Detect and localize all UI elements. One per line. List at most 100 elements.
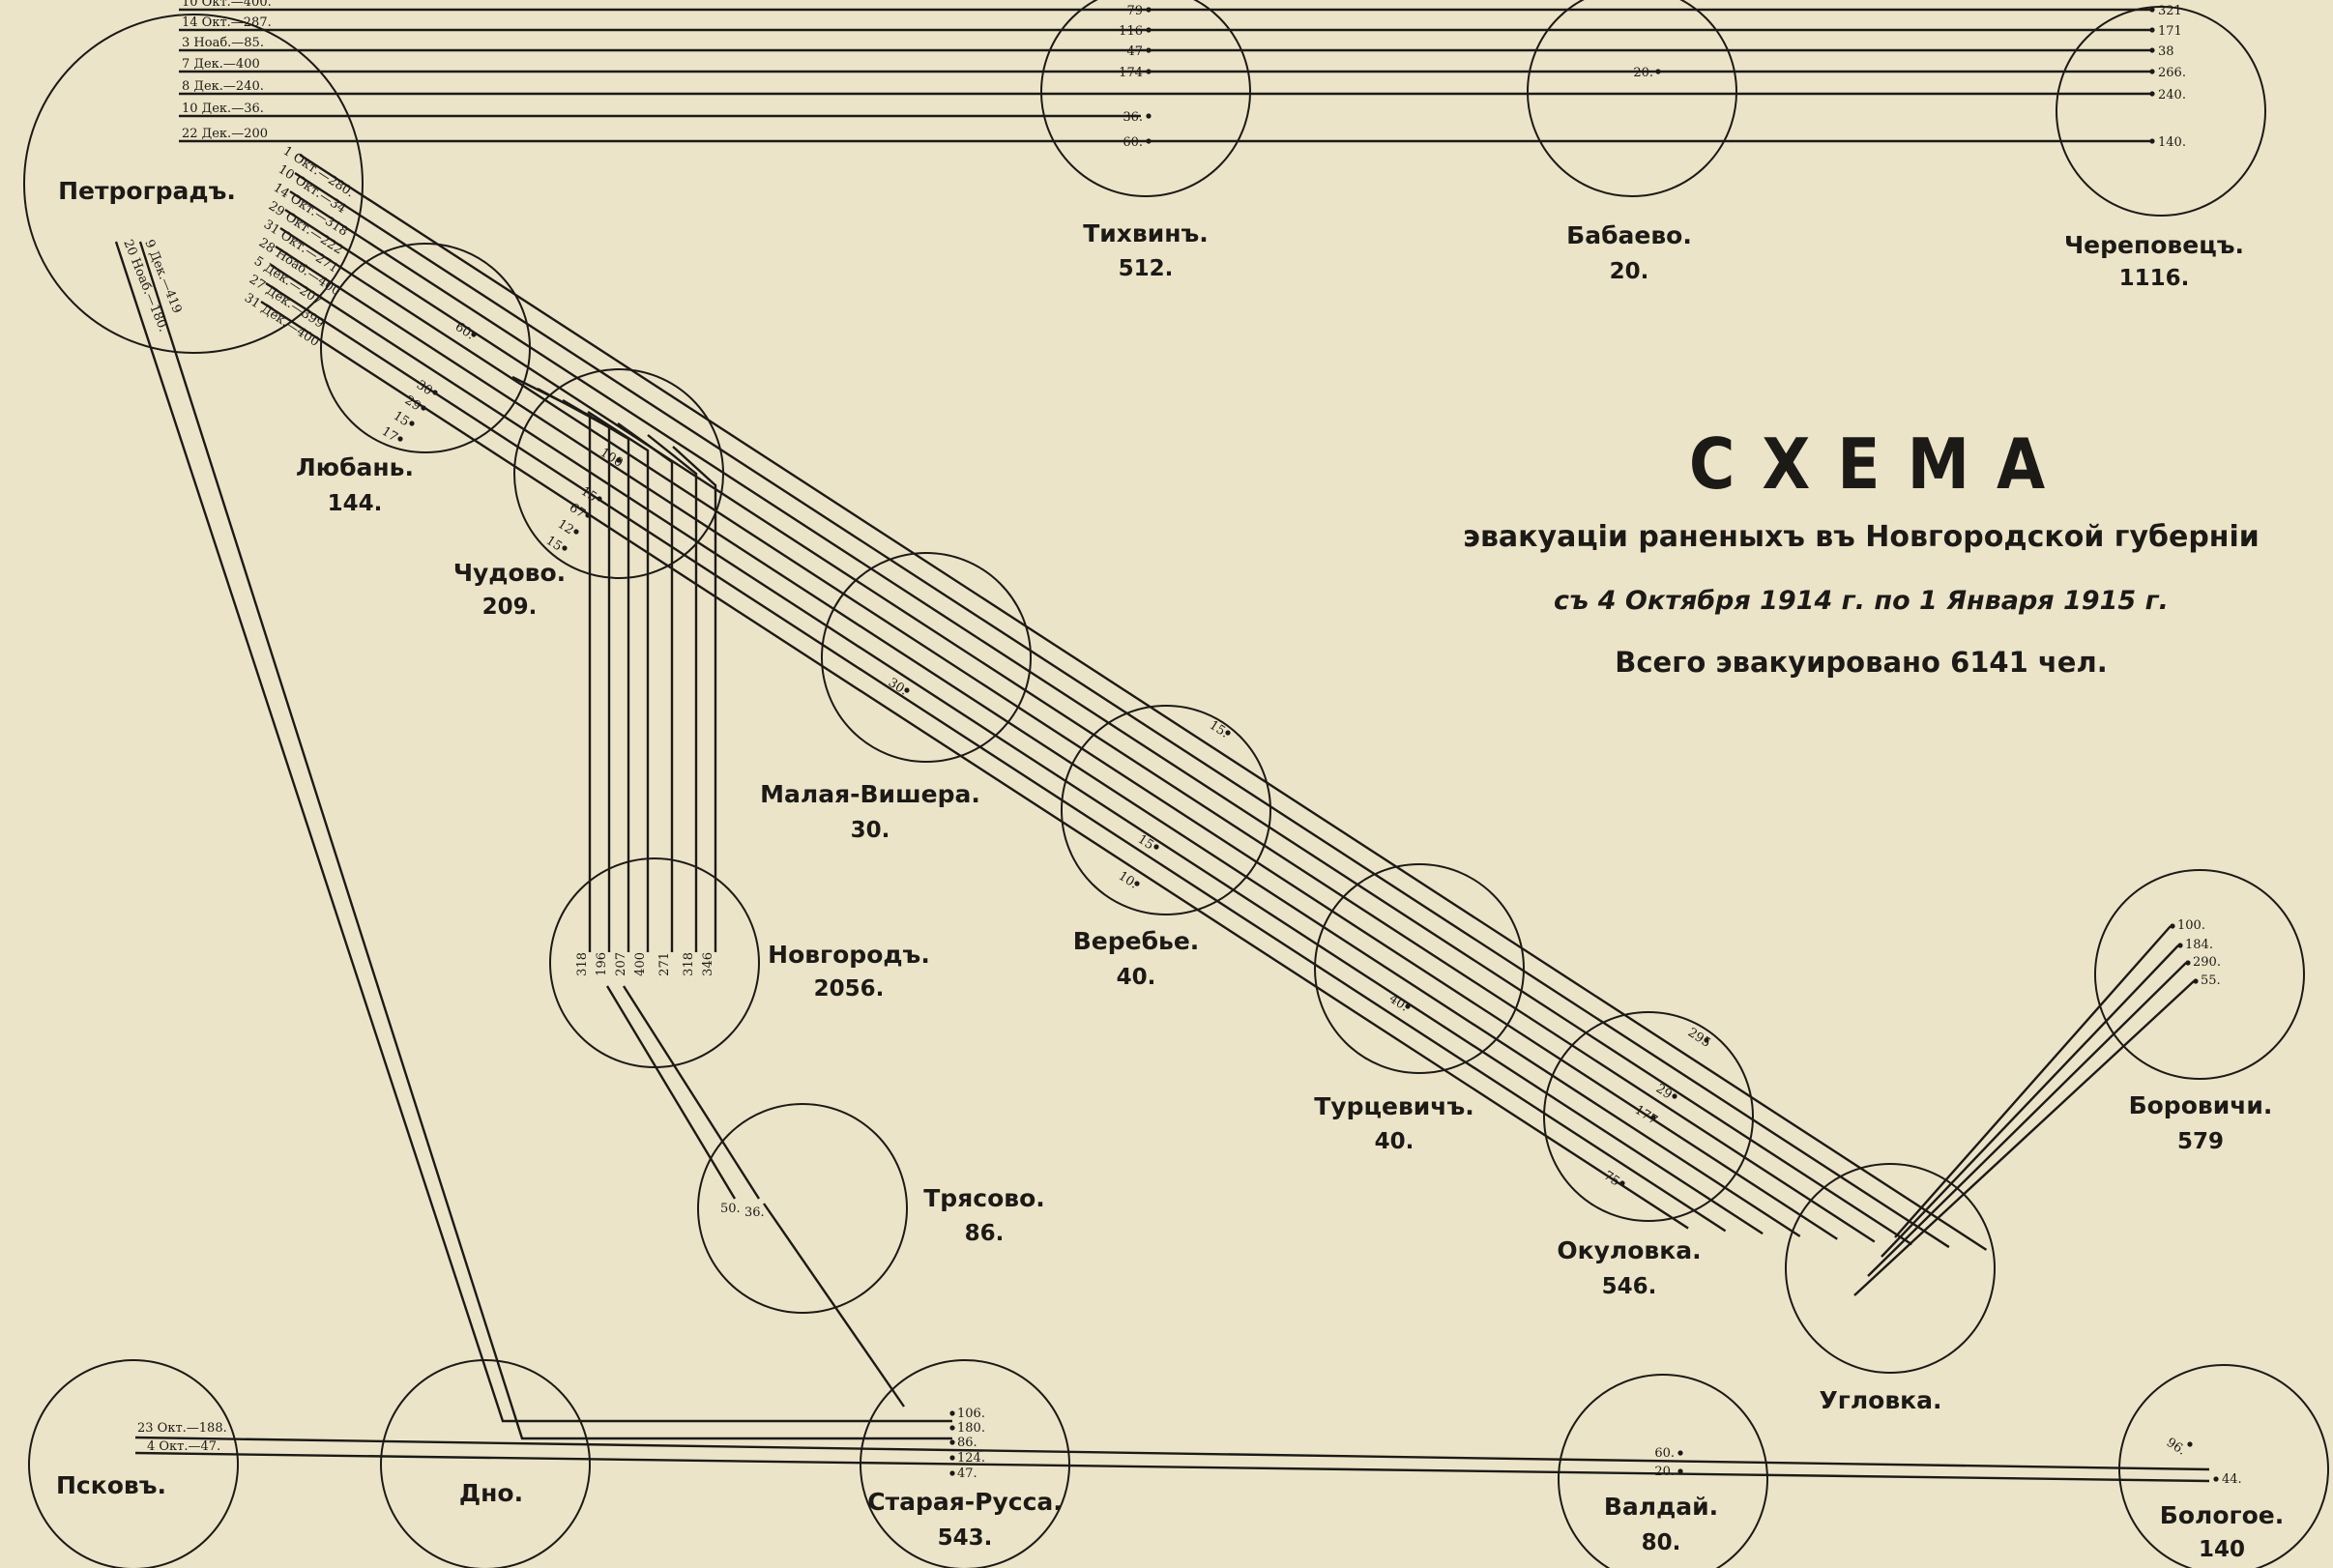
flow-dot	[1134, 881, 1140, 886]
flow-label: 15	[391, 409, 412, 430]
flow-label: 184.	[2185, 938, 2213, 952]
route-line-8	[294, 171, 1950, 1249]
city-name-tikhvin: Тихвинъ.	[1083, 219, 1209, 247]
route-line-25	[763, 1203, 905, 1408]
flow-label: 140.	[2158, 135, 2186, 150]
flow-label: 14 Окт.—287.	[182, 15, 272, 30]
flow-label: 100.	[2177, 918, 2205, 933]
flow-label: 4 Окт.—47.	[147, 1439, 220, 1454]
flow-label: 10 Окт.—400.	[182, 0, 272, 10]
route-line-7	[299, 153, 1988, 1251]
flow-dot	[562, 545, 568, 551]
city-value-chudovo: 209.	[482, 595, 538, 620]
route-line-27	[138, 241, 952, 1440]
diagram-date-range: съ 4 Октября 1914 г. по 1 Января 1915 г.	[1554, 586, 2169, 616]
route-line-22	[672, 446, 717, 952]
flow-dot	[2149, 7, 2155, 13]
flow-label: 12	[555, 517, 576, 538]
flow-label: 15.	[1207, 718, 1232, 741]
flow-dot	[2185, 960, 2191, 966]
city-name-okulovka: Окуловка.	[1557, 1236, 1701, 1264]
flow-dot	[2213, 1476, 2219, 1482]
flow-label: 47	[1126, 44, 1143, 59]
city-value-lyuban: 144.	[328, 491, 383, 516]
flow-dot	[2149, 138, 2155, 144]
flow-label: 79	[1126, 4, 1143, 18]
circle-turtsevich	[1314, 863, 1525, 1074]
flow-label: 40.	[1386, 992, 1412, 1015]
flow-dot	[1146, 138, 1152, 144]
flow-label: 15	[543, 534, 565, 555]
circle-pskov	[28, 1359, 239, 1568]
flow-dot	[1146, 47, 1152, 53]
flow-dot	[1146, 27, 1152, 33]
city-value-valdai: 80.	[1642, 1530, 1681, 1555]
circle-valdai	[1558, 1374, 1768, 1568]
flow-label: 60.	[1654, 1446, 1675, 1461]
flow-dot	[432, 390, 438, 395]
flow-dot	[2187, 1441, 2193, 1447]
flow-dot	[1677, 1468, 1683, 1474]
circle-babaevo	[1527, 0, 1737, 197]
route-line-29	[134, 1451, 2210, 1483]
flow-label: 96.	[2164, 1436, 2189, 1459]
route-line-9	[289, 189, 1912, 1246]
flow-label: 47.	[957, 1466, 977, 1481]
flow-dot	[949, 1455, 955, 1461]
flow-label: 106.	[957, 1407, 985, 1421]
route-line-23	[605, 985, 737, 1200]
flow-dot	[1146, 69, 1152, 74]
flow-label: 44.	[2222, 1472, 2242, 1487]
city-value-okulovka: 546.	[1602, 1274, 1657, 1299]
flow-label: 36.	[1123, 110, 1143, 125]
flow-label: 318	[682, 952, 696, 976]
city-name-pskov: Псковъ.	[56, 1471, 166, 1499]
flow-label: 8 Дек.—240.	[182, 79, 264, 94]
city-name-lyuban: Любань.	[296, 453, 414, 481]
flow-label: 50.	[720, 1202, 741, 1216]
flow-label: 180.	[957, 1421, 985, 1436]
flow-dot	[2149, 69, 2155, 74]
flow-label: 196	[595, 952, 609, 976]
flow-label: 17	[379, 424, 400, 446]
flow-label: 318	[575, 952, 590, 976]
circle-petrograd	[23, 14, 364, 354]
flow-label: 171	[2158, 24, 2182, 39]
flow-label: 124.	[957, 1451, 985, 1466]
flow-label: 38	[2158, 44, 2174, 59]
flow-dot	[949, 1439, 955, 1445]
diagram-title: СХЕМА	[1689, 423, 2072, 505]
circle-dno	[380, 1359, 591, 1568]
flow-label: 321	[2158, 4, 2182, 18]
flow-label: 7 Дек.—400	[182, 57, 260, 72]
city-value-novgorod: 2056.	[814, 976, 885, 1002]
flow-dot	[1146, 113, 1152, 119]
flow-label: 67	[567, 501, 588, 522]
flow-dot	[949, 1425, 955, 1431]
route-line-28	[134, 1436, 2210, 1471]
flow-label: 20.	[1654, 1465, 1675, 1479]
city-value-tikhvin: 512.	[1119, 256, 1174, 281]
route-line-12	[275, 245, 1801, 1237]
route-line-20	[617, 422, 674, 952]
city-name-bologoe: Бологое.	[2160, 1501, 2284, 1529]
flow-dot	[1655, 69, 1661, 74]
route-line-15	[260, 300, 1689, 1230]
city-name-cherepovets: Череповецъ.	[2064, 231, 2244, 259]
circle-borovichi	[2094, 869, 2305, 1080]
city-value-tryasovo: 86.	[965, 1221, 1005, 1246]
circle-cherepovets	[2056, 6, 2266, 217]
city-name-turtsevich: Турцевичъ.	[1314, 1092, 1474, 1120]
city-name-uglovka: Угловка.	[1820, 1386, 1942, 1414]
flow-label: 271	[657, 952, 672, 976]
flow-label: 290.	[2193, 955, 2221, 970]
route-line-21	[647, 434, 698, 952]
city-value-staraya-russa: 543.	[938, 1525, 993, 1551]
circle-tryasovo	[697, 1103, 908, 1314]
flow-label: 116	[1119, 24, 1143, 39]
flow-dot	[471, 332, 477, 337]
flow-dot	[1650, 1115, 1656, 1120]
flow-dot	[949, 1410, 955, 1416]
flow-label: 75	[1601, 1169, 1622, 1190]
